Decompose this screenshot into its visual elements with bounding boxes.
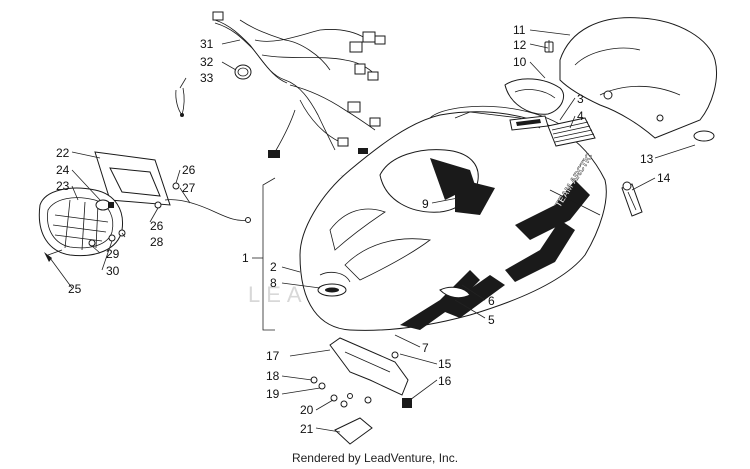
hood-part: TEAM ARCTIC — [299, 105, 607, 331]
callout-25: 25 — [68, 282, 82, 296]
callout-24: 24 — [56, 163, 70, 177]
callout-7: 7 — [422, 341, 429, 355]
callout-32: 32 — [200, 55, 214, 69]
callout-20: 20 — [300, 403, 314, 417]
callout-8: 8 — [270, 276, 277, 290]
callout-3: 3 — [577, 92, 584, 106]
callout-2: 2 — [270, 260, 277, 274]
callout-26a: 26 — [182, 163, 196, 177]
callout-28: 28 — [150, 235, 164, 249]
callout-10: 10 — [513, 55, 527, 69]
bracket-part — [310, 337, 412, 445]
callout-6: 6 — [488, 294, 495, 308]
callout-23: 23 — [56, 179, 70, 193]
headlight-part — [38, 151, 251, 262]
callout-12: 12 — [513, 38, 527, 52]
callout-31: 31 — [200, 37, 214, 51]
callout-5: 5 — [488, 313, 495, 327]
callout-11: 11 — [513, 23, 526, 37]
callout-21: 21 — [300, 422, 314, 436]
callout-labels: 1 2 3 4 5 6 7 8 9 10 11 12 13 14 15 16 1… — [56, 23, 671, 436]
leader-lines — [49, 29, 696, 433]
callout-16: 16 — [438, 374, 452, 388]
callout-27: 27 — [182, 181, 196, 195]
callout-33: 33 — [200, 71, 214, 85]
footer-credit: Rendered by LeadVenture, Inc. — [292, 451, 458, 465]
callout-29: 29 — [106, 247, 120, 261]
callout-22: 22 — [56, 146, 70, 160]
callout-4: 4 — [577, 109, 584, 123]
reflector-part — [621, 181, 643, 217]
callout-14: 14 — [657, 171, 671, 185]
callout-1: 1 — [242, 251, 249, 265]
wiring-harness-part — [175, 11, 386, 158]
callout-26b: 26 — [150, 219, 164, 233]
windshield-part — [559, 17, 718, 142]
callout-30: 30 — [106, 264, 120, 278]
visor-part — [504, 78, 564, 115]
callout-17: 17 — [266, 349, 280, 363]
callout-13: 13 — [640, 152, 654, 166]
callout-19: 19 — [266, 387, 280, 401]
hood-decals — [509, 115, 596, 147]
callout-15: 15 — [438, 357, 452, 371]
callout-9: 9 — [422, 197, 429, 211]
callout-18: 18 — [266, 369, 280, 383]
clip-part — [544, 40, 554, 53]
